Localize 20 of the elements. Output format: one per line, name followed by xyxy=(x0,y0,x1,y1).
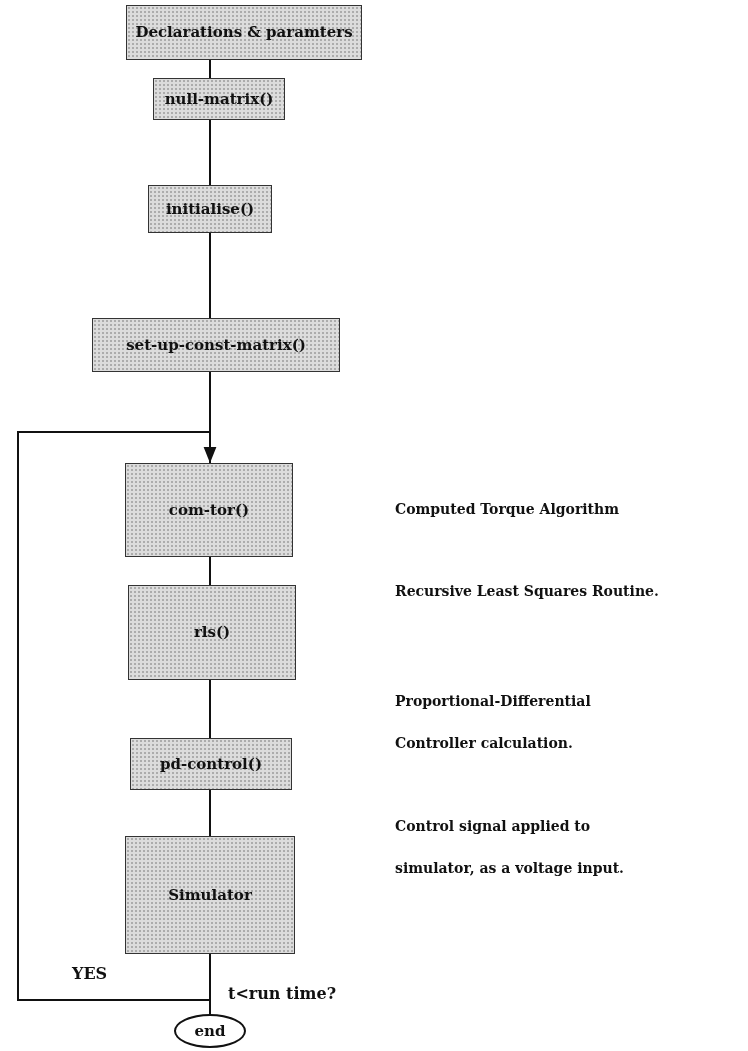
process-box: Simulator xyxy=(125,836,295,954)
connector-line xyxy=(209,232,211,319)
note-text: Control signal applied to simulator, as a voltage input. xyxy=(395,817,625,878)
process-box: initialise() xyxy=(148,185,272,233)
connector-line xyxy=(209,789,211,837)
loop-arrow xyxy=(17,431,217,1001)
note-text: Computed Torque Algorithm xyxy=(395,500,621,519)
process-box: null-matrix() xyxy=(153,78,285,120)
terminator-oval: end xyxy=(174,1014,246,1048)
connector-line xyxy=(209,556,211,586)
process-box: rls() xyxy=(128,585,296,680)
process-box: Declarations & paramters xyxy=(126,5,362,60)
connector-line xyxy=(209,119,211,186)
process-box: set-up-const-matrix() xyxy=(92,318,340,372)
process-box: com-tor() xyxy=(125,463,293,557)
note-text: Proportional-Differential Controller calculation. xyxy=(395,692,592,753)
note-text: Recursive Least Squares Routine. xyxy=(395,582,660,601)
process-box: pd-control() xyxy=(130,738,292,790)
connector-line xyxy=(209,59,211,79)
connector-line xyxy=(209,679,211,739)
